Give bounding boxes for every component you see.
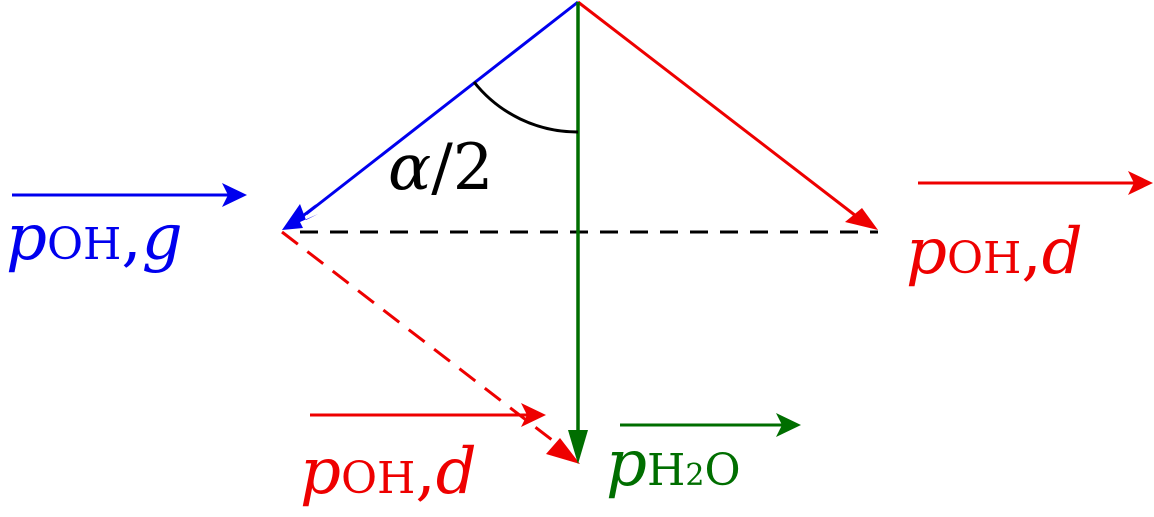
angle-arc	[472, 81, 579, 134]
label-suffix: d	[435, 435, 477, 509]
blue-vector-line	[305, 0, 579, 216]
overarrow-right-head	[1128, 171, 1153, 195]
label-p-oh-d-bottom: pOH,d	[300, 440, 477, 504]
label-p-oh-g: pOH,g	[6, 206, 183, 270]
label-subscript-2: 2	[685, 458, 705, 493]
overarrow-left-head	[222, 183, 247, 207]
label-p: p	[6, 201, 47, 275]
label-p: p	[906, 215, 947, 289]
label-subscript: OH	[946, 233, 1022, 284]
angle-slash: /	[431, 131, 453, 205]
angle-label: α/2	[388, 136, 494, 200]
label-p-h2o: pH2O	[606, 432, 741, 496]
red-dashed-vector-line	[281, 230, 566, 452]
label-subscript: OH	[46, 219, 122, 270]
label-p-oh-d-right: pOH,d	[906, 220, 1083, 284]
label-subscript-o: O	[704, 445, 741, 496]
label-subscript-h: H	[646, 445, 686, 496]
angle-symbol: α	[388, 131, 432, 205]
green-arrowhead	[568, 430, 588, 464]
red-vector-line	[577, 0, 857, 218]
label-suffix: d	[1041, 215, 1083, 289]
overarrow-h2o-head	[776, 413, 801, 437]
label-comma: ,	[121, 201, 142, 275]
label-comma: ,	[415, 435, 436, 509]
red-arrowhead-bottom	[546, 438, 580, 464]
overarrow-bottom-head	[521, 403, 546, 427]
label-subscript: OH	[340, 453, 416, 504]
label-p: p	[300, 435, 341, 509]
label-comma: ,	[1021, 215, 1042, 289]
angle-number: 2	[452, 131, 494, 205]
label-suffix: g	[141, 201, 183, 275]
red-arrowhead-right	[845, 208, 878, 230]
label-p: p	[606, 427, 647, 501]
